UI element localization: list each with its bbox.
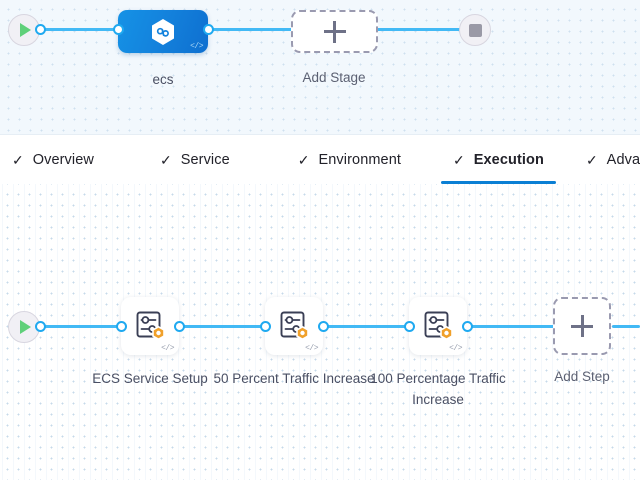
- step2-out-connector-dot[interactable]: [318, 321, 329, 332]
- stage-canvas[interactable]: </> ecs Add Stage: [0, 0, 640, 135]
- step-settings-icon: [421, 309, 455, 343]
- step2-in-connector-dot[interactable]: [260, 321, 271, 332]
- step3-out-connector-dot[interactable]: [462, 321, 473, 332]
- add-step-label: Add Step: [554, 369, 610, 384]
- execution-start-node[interactable]: [8, 311, 40, 343]
- tab-overview[interactable]: ✓ Overview: [10, 136, 96, 184]
- step-node-ecs-service-setup[interactable]: </>: [121, 297, 179, 355]
- stage-code-icon: </>: [190, 42, 203, 51]
- ecs-hexagon-badge: [152, 325, 165, 341]
- step1-out-connector-dot[interactable]: [174, 321, 185, 332]
- tab-environment[interactable]: ✓ Environment: [296, 136, 403, 184]
- step-node-100-percentage-traffic-increase[interactable]: </>: [409, 297, 467, 355]
- exec-connector-start-to-step1: [40, 325, 126, 328]
- tab-overview-label: Overview: [32, 152, 94, 168]
- tab-advanced[interactable]: ✓ Advanced: [584, 136, 640, 184]
- pipeline-start-node[interactable]: [8, 14, 40, 46]
- step-code-icon: </>: [449, 344, 462, 353]
- exec-connector-step3-to-addstep: [470, 325, 556, 328]
- step-label-50-percent-traffic-increase: 50 Percent Traffic Increase: [213, 371, 375, 386]
- stage-connector-start-to-ecs: [40, 28, 124, 31]
- stage-in-connector-dot[interactable]: [113, 24, 124, 35]
- harness-hexagon-icon: [152, 18, 174, 45]
- pipeline-end-node[interactable]: [459, 14, 491, 46]
- plus-icon: [323, 20, 346, 43]
- execution-canvas[interactable]: </> ECS Service Setup: [0, 184, 640, 480]
- exec-connector-addstep-trailing: [612, 325, 640, 328]
- step-code-icon: </>: [305, 344, 318, 353]
- tab-service-label: Service: [180, 152, 230, 168]
- stage-config-tabs[interactable]: ✓ Overview ✓ Service ✓ Environment ✓ Exe…: [0, 136, 640, 184]
- stage-out-connector-dot[interactable]: [203, 24, 214, 35]
- add-stage-label: Add Stage: [302, 70, 366, 85]
- step-settings-icon: [133, 309, 167, 343]
- stage-connector-ecs-to-addstage: [206, 28, 302, 31]
- step-code-icon: </>: [161, 344, 174, 353]
- step-settings-icon: [277, 309, 311, 343]
- tab-environment-label: Environment: [318, 152, 401, 168]
- step-label-100-percentage-traffic-increase: 100 Percentage Traffic Increase: [370, 371, 506, 407]
- check-icon: ✓: [12, 152, 24, 168]
- ecs-hexagon-badge: [440, 325, 453, 341]
- step-node-50-percent-traffic-increase[interactable]: </>: [265, 297, 323, 355]
- step1-in-connector-dot[interactable]: [116, 321, 127, 332]
- step3-in-connector-dot[interactable]: [404, 321, 415, 332]
- check-icon: ✓: [159, 152, 172, 168]
- tab-service[interactable]: ✓ Service: [158, 136, 232, 184]
- ecs-hexagon-badge: [296, 325, 309, 341]
- plus-icon: [571, 315, 593, 337]
- exec-start-connector-dot[interactable]: [35, 321, 46, 332]
- exec-connector-step2-to-step3: [327, 325, 413, 328]
- stage-connector-addstage-to-end: [372, 28, 468, 31]
- play-icon: [20, 320, 31, 334]
- check-icon: ✓: [453, 152, 465, 168]
- tab-execution-label: Execution: [473, 152, 544, 168]
- stop-icon: [468, 23, 482, 37]
- add-step-button[interactable]: [553, 297, 611, 355]
- add-stage-button[interactable]: [291, 10, 378, 53]
- tab-execution[interactable]: ✓ Execution: [441, 136, 556, 184]
- stage-connector-dot[interactable]: [35, 24, 46, 35]
- exec-connector-step1-to-step2: [183, 325, 269, 328]
- check-icon: ✓: [585, 152, 598, 168]
- stage-node-ecs[interactable]: </>: [118, 10, 208, 53]
- check-icon: ✓: [297, 152, 310, 168]
- step-label-ecs-service-setup: ECS Service Setup: [92, 371, 208, 386]
- play-icon: [20, 23, 31, 37]
- stage-node-label: ecs: [152, 72, 174, 87]
- tab-advanced-label: Advanced: [606, 152, 640, 168]
